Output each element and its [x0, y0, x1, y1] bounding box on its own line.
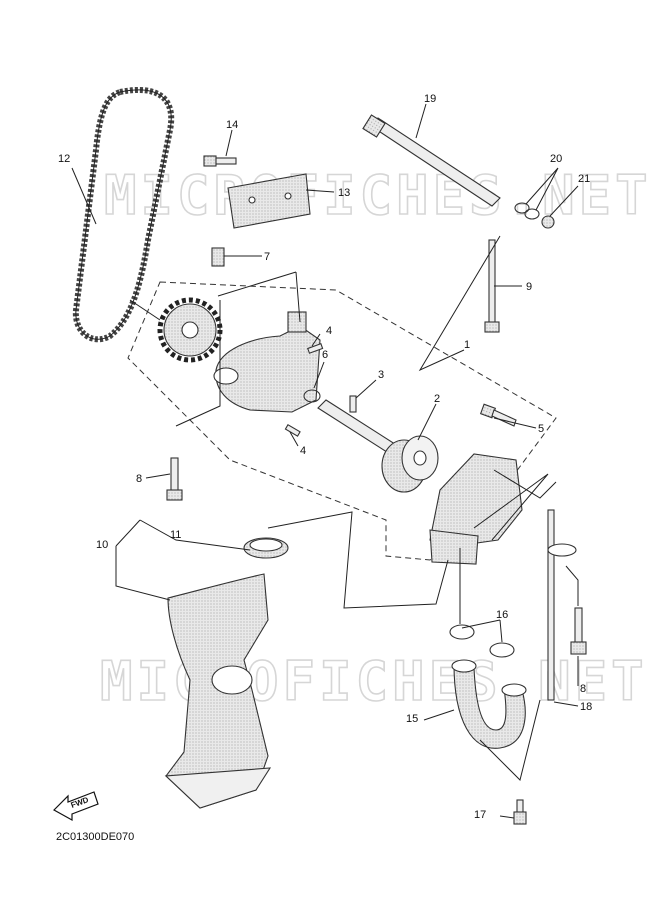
pump-shaft	[317, 399, 399, 455]
callout-4-lower: 4	[300, 445, 306, 457]
fwd-arrow-icon: FWD	[53, 791, 99, 822]
callout-14: 14	[226, 119, 238, 131]
callout-8-right: 8	[580, 683, 586, 695]
callout-8-left: 8	[136, 473, 142, 485]
callout-17: 17	[474, 809, 486, 821]
callout-11: 11	[170, 529, 181, 541]
part-4-pin-upper	[307, 343, 324, 354]
part-12-oil-pump-chain	[72, 87, 175, 343]
callout-18: 18	[580, 701, 592, 713]
part-16-o-ring-right	[489, 642, 515, 658]
callout-2: 2	[434, 393, 440, 405]
pump-drive-sprocket	[157, 297, 223, 363]
part-8-bolt-right	[570, 607, 587, 655]
callout-7: 7	[264, 251, 270, 263]
part-13-chain-guide	[227, 173, 311, 229]
part-14-bolt	[203, 155, 237, 167]
part-16-o-ring-left	[449, 624, 475, 640]
part-11-strainer-seal	[243, 537, 289, 559]
callout-21: 21	[578, 173, 590, 185]
callout-5: 5	[538, 423, 544, 435]
callout-3: 3	[378, 369, 384, 381]
callout-10: 10	[96, 539, 108, 551]
callout-12: 12	[58, 153, 70, 165]
part-8-bolt-left	[166, 457, 183, 501]
part-21-nut	[541, 215, 555, 229]
part-7-dowel-pin	[211, 247, 225, 267]
drawing-code: 2C01300DE070	[56, 831, 134, 843]
part-10-oil-strainer	[164, 573, 272, 809]
part-15-oil-pipe	[451, 659, 527, 749]
pump-housing-lower	[429, 453, 523, 565]
callout-4-upper: 4	[326, 325, 332, 337]
part-9-bolt	[484, 239, 500, 333]
part-17-bolt	[513, 799, 527, 825]
leader-lines	[71, 103, 579, 819]
part-18-rod	[547, 509, 577, 701]
callout-labels: 12 14 13 7 19 20 21 9 4 6 1 3 2 5 4 8 11…	[58, 93, 592, 821]
callout-19: 19	[424, 93, 436, 105]
callout-6: 6	[322, 349, 328, 361]
watermark-upper: MICROFICHES.NET	[104, 164, 651, 227]
callout-16: 16	[496, 609, 508, 621]
part-2-rotor	[381, 435, 439, 493]
part-3-pin	[349, 395, 357, 413]
callout-20: 20	[550, 153, 562, 165]
callout-15: 15	[406, 713, 418, 725]
part-20-o-rings	[514, 202, 540, 220]
part-4-pin-lower	[284, 424, 301, 437]
part-5-bolt	[479, 403, 517, 427]
callout-1: 1	[464, 339, 470, 351]
callout-9: 9	[526, 281, 532, 293]
assembly-1-boundary	[127, 281, 557, 561]
part-19-long-bolt	[362, 114, 501, 207]
callout-13: 13	[338, 187, 350, 199]
pump-housing-upper	[213, 311, 321, 413]
part-6-o-ring	[303, 389, 321, 403]
